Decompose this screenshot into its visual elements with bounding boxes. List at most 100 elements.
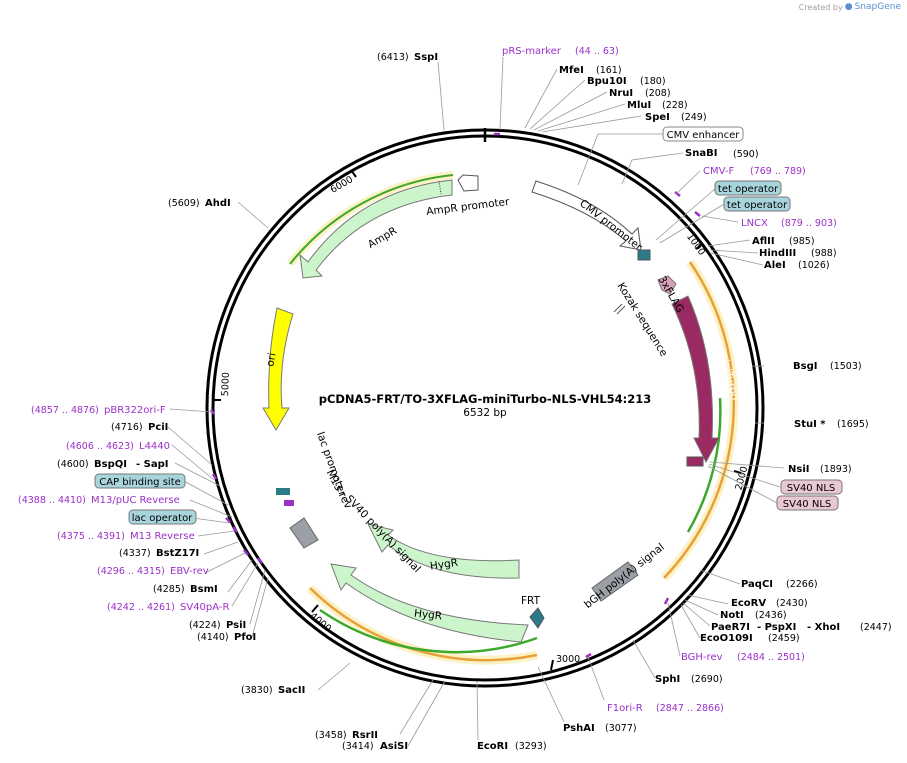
site-enzyme: EcoRV	[731, 598, 766, 609]
primer-range: (879 .. 903)	[781, 218, 837, 229]
site-enzyme: SpeI	[645, 112, 670, 123]
site-pos: (6413)	[377, 52, 409, 63]
sv40-polya-feature	[289, 517, 319, 549]
site-pos: (3830)	[241, 685, 273, 696]
site-pos: (4716)	[111, 422, 143, 433]
primer-name: pRS-marker	[502, 46, 562, 57]
feature-label-ori: ori	[264, 352, 278, 368]
primer-name: M13 Reverse	[130, 531, 195, 542]
plasmid-name: pCDNA5-FRT/TO-3XFLAG-miniTurbo-NLS-VHL54…	[319, 392, 652, 406]
site-pos: (2436)	[755, 610, 787, 621]
box-cmv-enhancer: CMV enhancer	[662, 126, 744, 142]
svg-text:tet operator: tet operator	[727, 200, 788, 211]
site-enzyme: Bpu10I	[587, 76, 627, 87]
site-pos: (3458)	[315, 730, 347, 741]
site-enzyme: BsgI	[793, 361, 817, 372]
site-enzyme: PshAI	[563, 723, 595, 734]
site-pos: (5609)	[168, 198, 200, 209]
plasmid-size: 6532 bp	[463, 407, 507, 419]
primer-range: (2847 .. 2866)	[656, 703, 724, 714]
primer-range: (4375 .. 4391)	[57, 531, 125, 542]
feature-label-hygr-outer: HygR	[413, 608, 442, 623]
site-enzyme: BsmI	[190, 584, 218, 595]
scale-ticks: 1000 2000 3000 4000 5000 6000	[213, 169, 750, 671]
hygr-feature	[367, 523, 520, 579]
site-pos: (2430)	[776, 598, 808, 609]
cmv-element-feature	[637, 249, 651, 261]
site-pos: (4140)	[197, 632, 229, 643]
feature-label-kozak: Kozak sequence	[615, 281, 670, 359]
cmv-promoter-feature	[531, 180, 642, 251]
primer-range: (4242 .. 4261)	[107, 602, 175, 613]
site-enzyme: AflII	[752, 236, 775, 247]
site-enzyme: NsiI	[788, 464, 809, 475]
primer-name: EBV-rev	[170, 566, 209, 577]
site-pos: (4600)	[57, 459, 89, 470]
site-pos: (1695)	[837, 419, 869, 430]
primer-name: LNCX	[741, 218, 768, 229]
primer-name: BGH-rev	[681, 652, 723, 663]
snapgene-watermark: Created by ● SnapGene	[799, 2, 901, 12]
site-enzyme: PaqCI	[741, 579, 773, 590]
site-enzyme: SphI	[655, 674, 680, 685]
m13-feature	[284, 500, 294, 506]
svg-text:SV40 NLS: SV40 NLS	[787, 483, 836, 494]
primer-name: L4440	[139, 441, 170, 452]
svg-text:CAP binding site: CAP binding site	[99, 477, 181, 488]
site-pos: (161)	[596, 65, 622, 76]
feature-label-cmv-promoter: CMV promoter	[577, 197, 645, 253]
primer-name: pBR322ori-F	[104, 405, 166, 416]
site-enzyme: PaeR7I	[711, 622, 750, 633]
site-pos: (2459)	[768, 633, 800, 644]
site-pos: (2266)	[786, 579, 818, 590]
feature-label-frt: FRT	[521, 595, 541, 607]
site-enzyme: PciI	[148, 422, 168, 433]
box-sv40-nls-2: SV40 NLS	[776, 495, 839, 511]
orf-arc-green-right	[686, 397, 722, 533]
site-pos: (1503)	[830, 361, 862, 372]
site-pos: (1893)	[820, 464, 852, 475]
site-pos: (1026)	[798, 260, 830, 271]
hygr-feature	[330, 563, 529, 643]
site-enzyme: SacII	[278, 685, 305, 696]
primer-range: (769 .. 789)	[750, 166, 806, 177]
feature-label-bgh-polya: bGH poly(A) signal	[582, 541, 667, 611]
primer-range: (44 .. 63)	[575, 46, 619, 57]
box-lac-operator: lac operator	[128, 509, 197, 525]
site-enzyme: RsrII	[352, 730, 378, 741]
primer-range: (2484 .. 2501)	[737, 652, 805, 663]
site-pos: (2690)	[691, 674, 723, 685]
watermark-brand: SnapGene	[854, 2, 901, 12]
leader-lines	[167, 56, 785, 747]
svg-text:lac operator: lac operator	[132, 513, 193, 524]
tick-label: 3000	[556, 654, 580, 665]
site-pos: (4224)	[189, 620, 221, 631]
site-pos: (4285)	[153, 584, 185, 595]
orf-arc-topleft	[289, 174, 454, 265]
primer-marks	[210, 132, 701, 659]
feature-label-ampr-promoter: AmpR promoter	[426, 196, 511, 218]
site-enzyme: EcoRI	[477, 741, 508, 752]
site-enzyme: NotI	[720, 610, 744, 621]
snapgene-logo-icon: ●	[844, 2, 853, 12]
site-pos: (3293)	[515, 741, 547, 752]
box-tet-operator-2: tet operator	[723, 196, 791, 212]
site-enzyme: PsiI	[226, 620, 246, 631]
ampr-promoter-feature	[457, 174, 479, 192]
site-pos: (4337)	[119, 548, 151, 559]
watermark-prefix: Created by	[798, 2, 843, 12]
site-pos: (590)	[733, 149, 759, 160]
site-pos: (249)	[681, 112, 707, 123]
site-enzyme: EcoO109I	[700, 633, 753, 644]
ampr-promoter-dots	[438, 180, 442, 195]
site-enzyme: BstZ17I	[156, 548, 199, 559]
primer-name: M13/pUC Reverse	[91, 495, 180, 506]
site-pos: (180)	[640, 76, 666, 87]
box-sv40-nls-1: SV40 NLS	[780, 479, 843, 495]
site-pos: (2447)	[860, 622, 892, 633]
kozak-mark	[613, 303, 623, 313]
tick-label: 5000	[220, 372, 232, 397]
miniturbo-feature	[671, 295, 720, 464]
feature-label-hygr-inner: HygR	[429, 557, 458, 573]
